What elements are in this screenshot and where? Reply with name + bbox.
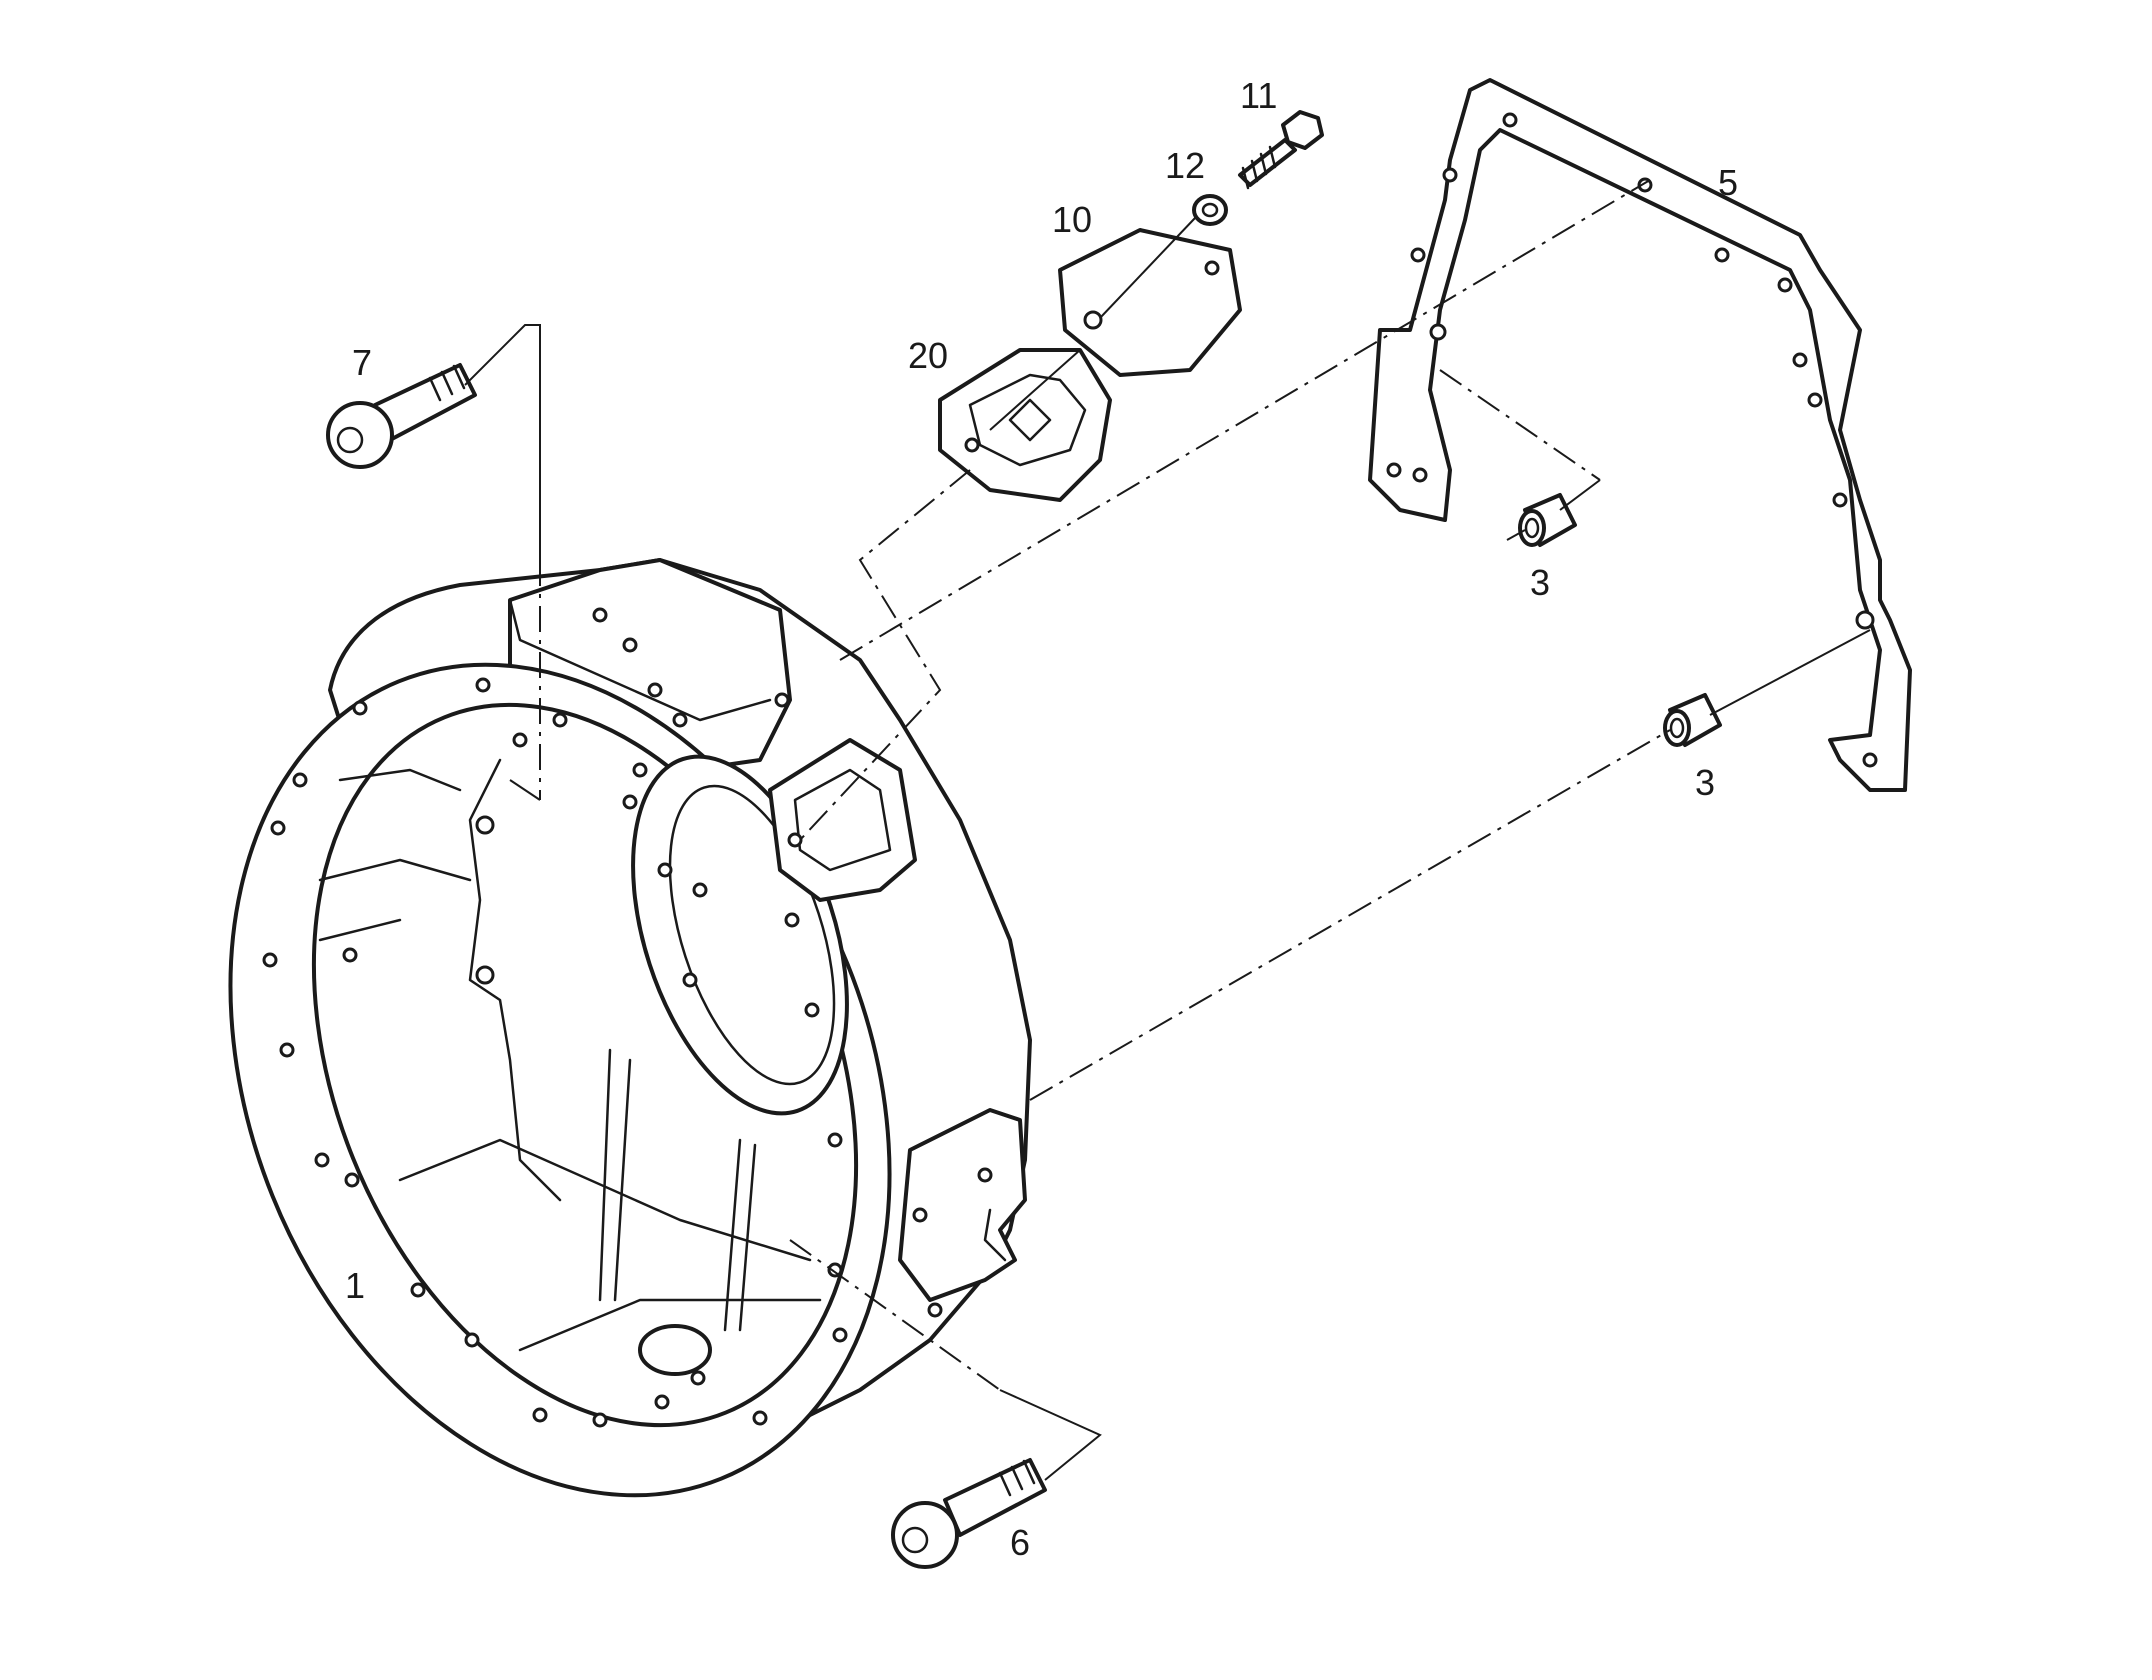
- label-screw-upper: 7: [352, 342, 372, 383]
- hex-bolt: [1238, 110, 1324, 190]
- leader-lines: [464, 179, 1871, 1481]
- cover-gasket: [938, 348, 1112, 502]
- label-dowel-upper: 3: [1530, 562, 1550, 603]
- label-gasket: 5: [1718, 162, 1738, 203]
- socket-screw-lower: [891, 1458, 1047, 1569]
- label-dowel-lower: 3: [1695, 762, 1715, 803]
- label-cover-gasket: 20: [908, 335, 948, 376]
- socket-screw-upper: [326, 363, 477, 469]
- dowel-pin-lower: [1663, 693, 1722, 747]
- housing-gasket: [1368, 78, 1912, 792]
- label-housing: 1: [345, 1265, 365, 1306]
- part-labels: 1 3 3 5 6 7 10 11 12 20: [345, 75, 1738, 1563]
- cover-plate: [1058, 228, 1242, 377]
- label-cover-plate: 10: [1052, 199, 1092, 240]
- flywheel-housing: [228, 558, 1032, 1498]
- label-bolt: 11: [1240, 75, 1277, 116]
- washer: [1192, 194, 1228, 226]
- label-washer: 12: [1165, 145, 1205, 186]
- label-screw-lower: 6: [1010, 1522, 1030, 1563]
- dowel-pin-upper: [1518, 493, 1577, 547]
